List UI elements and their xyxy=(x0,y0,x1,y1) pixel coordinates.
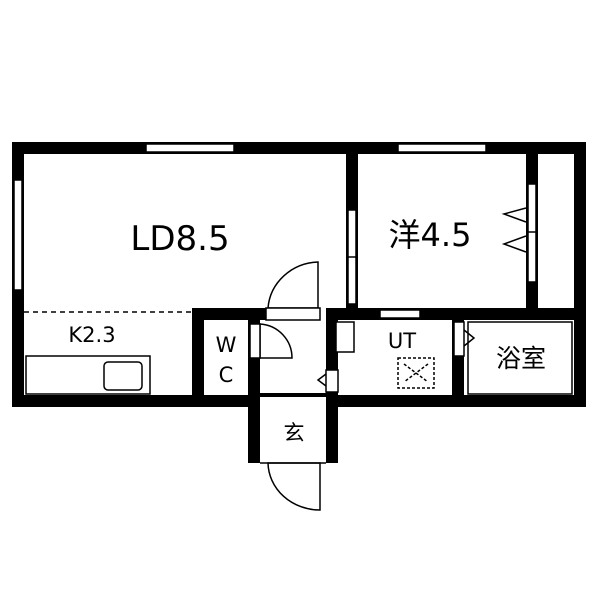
room-label-wc-top: W xyxy=(216,333,237,357)
wall-kitchen-wc xyxy=(192,308,204,407)
room-label-utility: UT xyxy=(388,329,416,353)
room-label-bath: 浴室 xyxy=(496,344,546,373)
washer-pan xyxy=(397,357,435,389)
windows xyxy=(13,143,537,319)
door-ut-frame xyxy=(335,321,355,353)
wall-mid-left xyxy=(192,308,266,320)
room-labels: LD8.5 K2.3 洋4.5 W C UT 浴室 玄 xyxy=(68,216,546,445)
door-bath-arrow xyxy=(463,329,476,347)
window-closet-partition xyxy=(527,183,537,283)
room-label-wc-bottom: C xyxy=(219,363,234,387)
doors xyxy=(249,261,476,511)
room-label-entrance: 玄 xyxy=(284,421,305,445)
washer-pan-diag-2 xyxy=(403,363,429,383)
window-ld-top xyxy=(145,143,235,153)
door-wc-frame xyxy=(249,323,261,359)
closet-fold-lower xyxy=(501,235,527,253)
room-label-kitchen: K2.3 xyxy=(68,323,115,347)
window-ld-left xyxy=(13,179,23,291)
kitchen-fixtures xyxy=(24,311,192,395)
door-ld-frame xyxy=(265,307,321,321)
washer-pan-outline xyxy=(397,357,435,389)
door-ut-sliding xyxy=(325,369,339,393)
window-ut-top xyxy=(379,309,421,319)
closet-fold-upper xyxy=(501,207,527,223)
door-ut-arrow xyxy=(316,373,327,387)
door-wc xyxy=(259,323,293,359)
wall-top xyxy=(12,142,586,154)
room-label-western: 洋4.5 xyxy=(389,216,472,254)
room-label-ld: LD8.5 xyxy=(130,219,229,259)
wall-entrance-step xyxy=(260,393,326,397)
wall-entrance-left xyxy=(248,395,260,463)
wall-right xyxy=(574,142,586,407)
kitchen-counter xyxy=(25,355,151,395)
window-western-top xyxy=(397,143,487,153)
bath-frame xyxy=(467,321,573,395)
door-ld xyxy=(267,261,319,309)
closet-door-marks xyxy=(501,207,527,253)
door-entrance xyxy=(267,462,321,511)
kitchen-sink xyxy=(103,361,143,391)
door-bath-frame xyxy=(453,321,465,357)
wall-bottom-left xyxy=(12,395,250,407)
